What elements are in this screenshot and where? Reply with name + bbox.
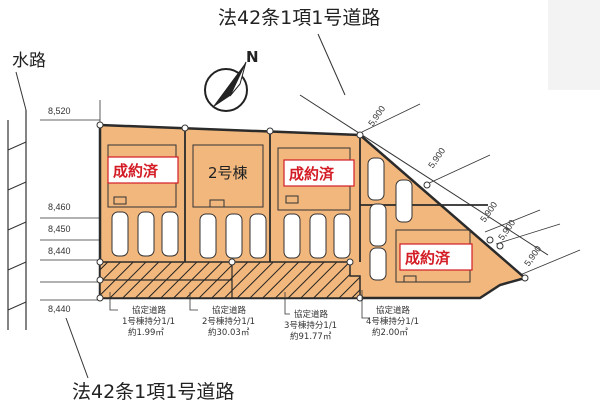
dimension-left-2: 8,460 xyxy=(48,202,71,212)
note3-area: 約91.77㎡ xyxy=(290,331,332,342)
note2-area: 約30.03㎡ xyxy=(208,327,250,338)
sold-label-plot1: 成約済 xyxy=(107,156,179,184)
bottom-road-leader xyxy=(65,317,89,379)
bottom-road-label: 法42条1項1号道路 xyxy=(72,381,234,403)
dimension-left-5: 8,440 xyxy=(48,304,71,314)
dimension-left-4: 8,440 xyxy=(48,246,71,256)
sold-label-plot3: 成約済 xyxy=(283,159,355,187)
sold-text-plot4: 成約済 xyxy=(405,249,451,267)
note3-share: 3号棟持分1/1 xyxy=(284,320,337,331)
left-dimension-lines xyxy=(40,100,101,301)
plot2-name: 2号棟 xyxy=(208,164,248,182)
compass-north-label: N xyxy=(246,48,259,66)
dimension-left-3: 8,450 xyxy=(48,224,71,234)
dimension-right-5: 5,900 xyxy=(522,244,543,268)
note-plot3: 協定道路 3号棟持分1/1 約91.77㎡ xyxy=(284,309,337,342)
waterway xyxy=(7,71,27,330)
compass xyxy=(204,61,248,112)
dimension-right-2: 5,900 xyxy=(426,146,447,170)
top-road-leader xyxy=(317,33,346,96)
note-leaders xyxy=(109,290,370,319)
note2-share: 2号棟持分1/1 xyxy=(202,316,255,327)
top-road-edge xyxy=(299,94,549,256)
background-patch xyxy=(548,0,600,90)
note1-share: 1号棟持分1/1 xyxy=(122,316,175,327)
waterway-label: 水路 xyxy=(12,51,46,71)
note4-area: 約2.00㎡ xyxy=(372,327,408,338)
note1-title: 協定道路 xyxy=(132,305,167,316)
top-road-label: 法42条1項1号道路 xyxy=(218,7,380,29)
dimension-left-1: 8,520 xyxy=(48,106,71,116)
note-plot2: 協定道路 2号棟持分1/1 約30.03㎡ xyxy=(202,305,255,338)
entrance-markers xyxy=(113,195,417,283)
right-dimension-lines xyxy=(361,103,581,276)
note4-title: 協定道路 xyxy=(376,305,411,316)
plot-dividers xyxy=(184,128,488,262)
sold-label-plot4: 成約済 xyxy=(399,243,473,271)
note2-title: 協定道路 xyxy=(212,305,247,316)
sold-text-plot3: 成約済 xyxy=(289,165,335,183)
note3-title: 協定道路 xyxy=(294,309,329,320)
note1-area: 約1.99㎡ xyxy=(128,327,164,338)
boundary-markers xyxy=(96,121,529,302)
sold-text-plot1: 成約済 xyxy=(113,162,159,180)
note-plot4: 協定道路 4号棟持分1/1 約2.00㎡ xyxy=(366,305,419,338)
parking-spaces xyxy=(111,157,413,281)
note4-share: 4号棟持分1/1 xyxy=(366,316,419,327)
note-plot1: 協定道路 1号棟持分1/1 約1.99㎡ xyxy=(122,305,175,338)
dimension-right-1: 5,900 xyxy=(366,104,387,128)
